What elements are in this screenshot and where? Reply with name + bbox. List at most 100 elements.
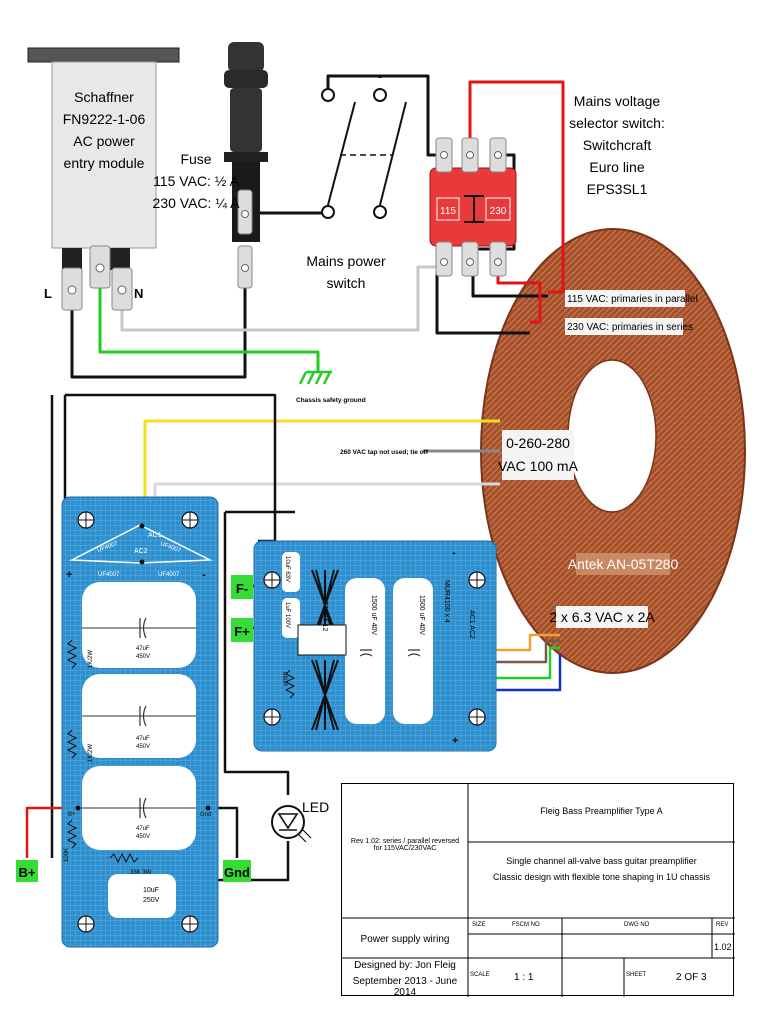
lv-small-cap-1: 10uF 63V xyxy=(284,556,290,582)
tap-note-label: 260 VAC tap not used; tie off xyxy=(340,449,429,456)
hv-power-board: AC1 AC2 UF4007 UF4007 UF4007 UF4007 + - … xyxy=(61,496,219,948)
hv-pad-bplus: B+ xyxy=(68,812,76,818)
hv-plus: + xyxy=(66,569,72,581)
fplus-label: F+ xyxy=(234,624,250,639)
voltage-selector-switch: 115 230 Mains voltage selector switch: S… xyxy=(429,93,665,277)
hv-res3: 100K xyxy=(64,848,70,862)
lv-regulator: LT1084-12 xyxy=(321,598,328,631)
lv-led-resistor: 680R xyxy=(281,672,287,687)
fuse-label-1: Fuse xyxy=(180,151,211,167)
wire-yellow-hv xyxy=(143,419,500,525)
pem-label-1: Schaffner xyxy=(74,89,134,105)
scale-label: SCALE xyxy=(470,972,490,978)
hv-cap1-voltage: 450V xyxy=(136,654,150,660)
bplus-label: B+ xyxy=(19,865,36,880)
mains-power-switch: Mains power switch xyxy=(306,88,407,291)
hv-cap1-value: 47uF xyxy=(136,646,150,652)
selector-230-label: 230 xyxy=(490,206,507,217)
hv-res2: 1K/2W xyxy=(88,744,94,762)
hv-secondary-label-2: VAC 100 mA xyxy=(498,458,579,474)
dwg-label: DWG NO xyxy=(624,922,650,928)
scale-value: 1 : 1 xyxy=(514,972,534,983)
sheet-title: Power supply wiring xyxy=(360,934,450,945)
hv-res1: 1K/2W xyxy=(88,650,94,668)
sheet-label: SHEET xyxy=(626,972,647,978)
wire-switch-top xyxy=(326,74,382,90)
lv-heater-board: 1500 uF 40V 1500 uF 40V 10uF 63V 1uF 100… xyxy=(253,540,497,752)
transformer-labels: 115 VAC: primaries in parallel 230 VAC: … xyxy=(340,290,698,628)
fuse-label-3: 230 VAC: ¼ A xyxy=(153,195,241,211)
rev-label: REV xyxy=(716,922,729,928)
description-line-1: Single channel all-valve bass guitar pre… xyxy=(506,856,697,866)
hv-cap3-value: 47uF xyxy=(136,826,150,832)
hv-bigcap-voltage: 250V xyxy=(143,897,160,904)
connector-labels: B+ Gnd F- F+ xyxy=(16,575,253,882)
revision-note: Rev 1.02: series / parallel reversed for… xyxy=(350,838,460,852)
lv-minus: - xyxy=(452,547,456,559)
chassis-ground-label: Chassis safety ground xyxy=(296,397,366,404)
gnd-label: Gnd xyxy=(224,865,250,880)
hv-res-bottom: 33K 3W xyxy=(130,870,152,876)
pem-label-4: entry module xyxy=(64,155,145,171)
wire-green-lv xyxy=(458,646,560,680)
hv-diode-3: UF4007 xyxy=(98,572,120,578)
date-range: September 2013 - June 2014 xyxy=(352,976,458,998)
terminal-l-label: L xyxy=(44,286,52,301)
lv-ac-in: AC1 AC2 xyxy=(468,610,475,639)
selector-label-2: selector switch: xyxy=(569,115,665,131)
title-block-grid xyxy=(342,784,735,997)
wire-neutral xyxy=(120,265,443,332)
hv-cap2-value: 47uF xyxy=(136,736,150,742)
hv-diode-4: UF4007 xyxy=(158,572,180,578)
hv-cap3-voltage: 450V xyxy=(136,834,150,840)
lv-secondary-label: 2 x 6.3 VAC x 2A xyxy=(549,609,655,625)
hv-secondary-label-1: 0-260-280 xyxy=(506,435,570,451)
wire-led-return xyxy=(223,512,290,795)
lv-cap-a: 1500 uF 40V xyxy=(370,595,377,635)
fuse-holder: Fuse 115 VAC: ½ A 230 VAC: ¼ A xyxy=(153,42,268,289)
wire-orange-lv xyxy=(468,633,560,652)
regulator-heatsink xyxy=(311,569,339,731)
hv-ac2-label: AC2 xyxy=(134,548,148,555)
description-line-2: Classic design with flexible tone shapin… xyxy=(492,872,711,882)
selector-label-4: Euro line xyxy=(589,159,644,175)
transformer-model-label: Antek AN-05T280 xyxy=(568,556,679,572)
lv-small-cap-2: 1uF 100V xyxy=(284,602,290,628)
fminus-label: F- xyxy=(236,581,248,596)
led-label: LED xyxy=(302,799,329,815)
toroidal-transformer xyxy=(480,228,746,674)
wire-ground xyxy=(98,280,320,372)
hv-cap2-voltage: 450V xyxy=(136,744,150,750)
rev-value: 1.02 xyxy=(714,942,732,952)
wire-brown-lv xyxy=(468,639,560,664)
switch-label-2: switch xyxy=(327,275,366,291)
led-indicator: LED xyxy=(271,799,329,843)
project-title: Fleig Bass Preamplifier Type A xyxy=(540,806,663,816)
note-parallel: 115 VAC: primaries in parallel xyxy=(567,294,698,305)
switch-label-1: Mains power xyxy=(306,253,386,269)
lv-cap-b: 1500 uF 40V xyxy=(418,595,425,635)
fscm-label: FSCM NO xyxy=(512,922,540,928)
hv-bigcap-value: 10uF xyxy=(143,887,159,894)
selector-label-1: Mains voltage xyxy=(574,93,661,109)
designed-by: Designed by: Jon Fleig xyxy=(354,960,456,971)
title-block: Rev 1.02: series / parallel reversed for… xyxy=(341,783,735,998)
size-label: SIZE xyxy=(472,922,486,928)
lv-diodes: MUR4100 x 4 xyxy=(443,580,450,623)
pem-label-2: FN9222-1-06 xyxy=(63,111,146,127)
note-series: 230 VAC: primaries in series xyxy=(567,322,693,333)
terminal-n-label: N xyxy=(134,286,143,301)
selector-label-3: Switchcraft xyxy=(583,137,652,153)
pem-label-3: AC power xyxy=(73,133,135,149)
wire-bplus xyxy=(25,806,78,858)
hv-pad-gnd: Gnd xyxy=(200,812,211,818)
selector-115-label: 115 xyxy=(440,206,456,217)
selector-label-5: EPS3SL1 xyxy=(587,181,648,197)
hv-minus: - xyxy=(202,569,206,581)
wire-red-a xyxy=(468,80,565,294)
chassis-ground-symbol: Chassis safety ground xyxy=(296,370,366,404)
hv-ac1-label: AC1 xyxy=(148,532,162,539)
sheet-value: 2 OF 3 xyxy=(676,972,707,983)
power-entry-module: Schaffner FN9222-1-06 AC power entry mod… xyxy=(27,47,180,311)
